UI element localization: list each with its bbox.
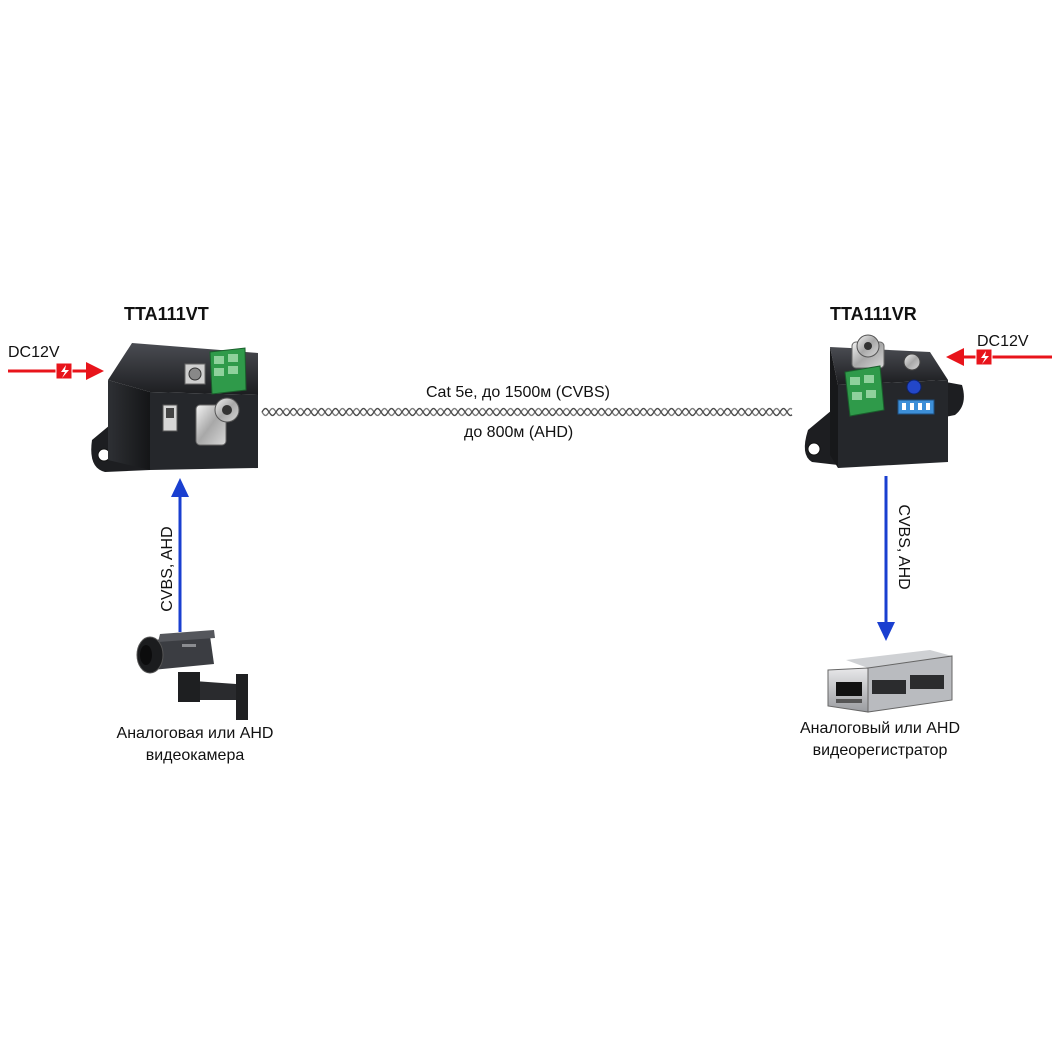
receiver-device: [804, 334, 964, 468]
recorder-signal-label: CVBS, AHD: [895, 504, 912, 590]
recorder-label-line1: Аналоговый или AHD: [799, 720, 961, 737]
recorder-label: Аналоговый или AHD видеорегистратор: [745, 718, 1015, 762]
cable-label-line1: Cat 5e, до 1500м (CVBS): [426, 384, 610, 401]
receiver-power-arrow: [946, 348, 1052, 366]
transmitter-bnc-connector: [195, 397, 240, 446]
camera-label-line2: видеокамера: [145, 747, 245, 764]
camera-label: Аналоговая или AHD видеокамера: [60, 723, 330, 767]
transmitter-power-label: DC12V: [8, 344, 60, 361]
receiver-power-label: DC12V: [977, 333, 1029, 350]
twisted-pair-cable: [261, 407, 793, 417]
transmitter-device: [91, 343, 258, 472]
transmitter-title: TTA111VT: [124, 304, 209, 324]
camera-signal-label: CVBS, AHD: [159, 526, 176, 612]
camera-icon: [136, 630, 248, 720]
recorder-signal-arrow: [877, 476, 895, 641]
recorder-label-line2: видеорегистратор: [812, 742, 948, 759]
transmitter-power-arrow: [8, 362, 104, 380]
recorder-icon: [827, 650, 953, 713]
camera-signal-arrow: [171, 478, 189, 632]
receiver-terminal-block: [844, 365, 885, 417]
transmitter-terminal-block: [209, 347, 247, 395]
receiver-dip-switch: [897, 399, 935, 415]
receiver-bnc-connector: [851, 334, 885, 369]
cable-label-line2: до 800м (AHD): [464, 424, 574, 441]
receiver-title: TTA111VR: [830, 304, 917, 324]
camera-label-line1: Аналоговая или AHD: [116, 725, 274, 742]
